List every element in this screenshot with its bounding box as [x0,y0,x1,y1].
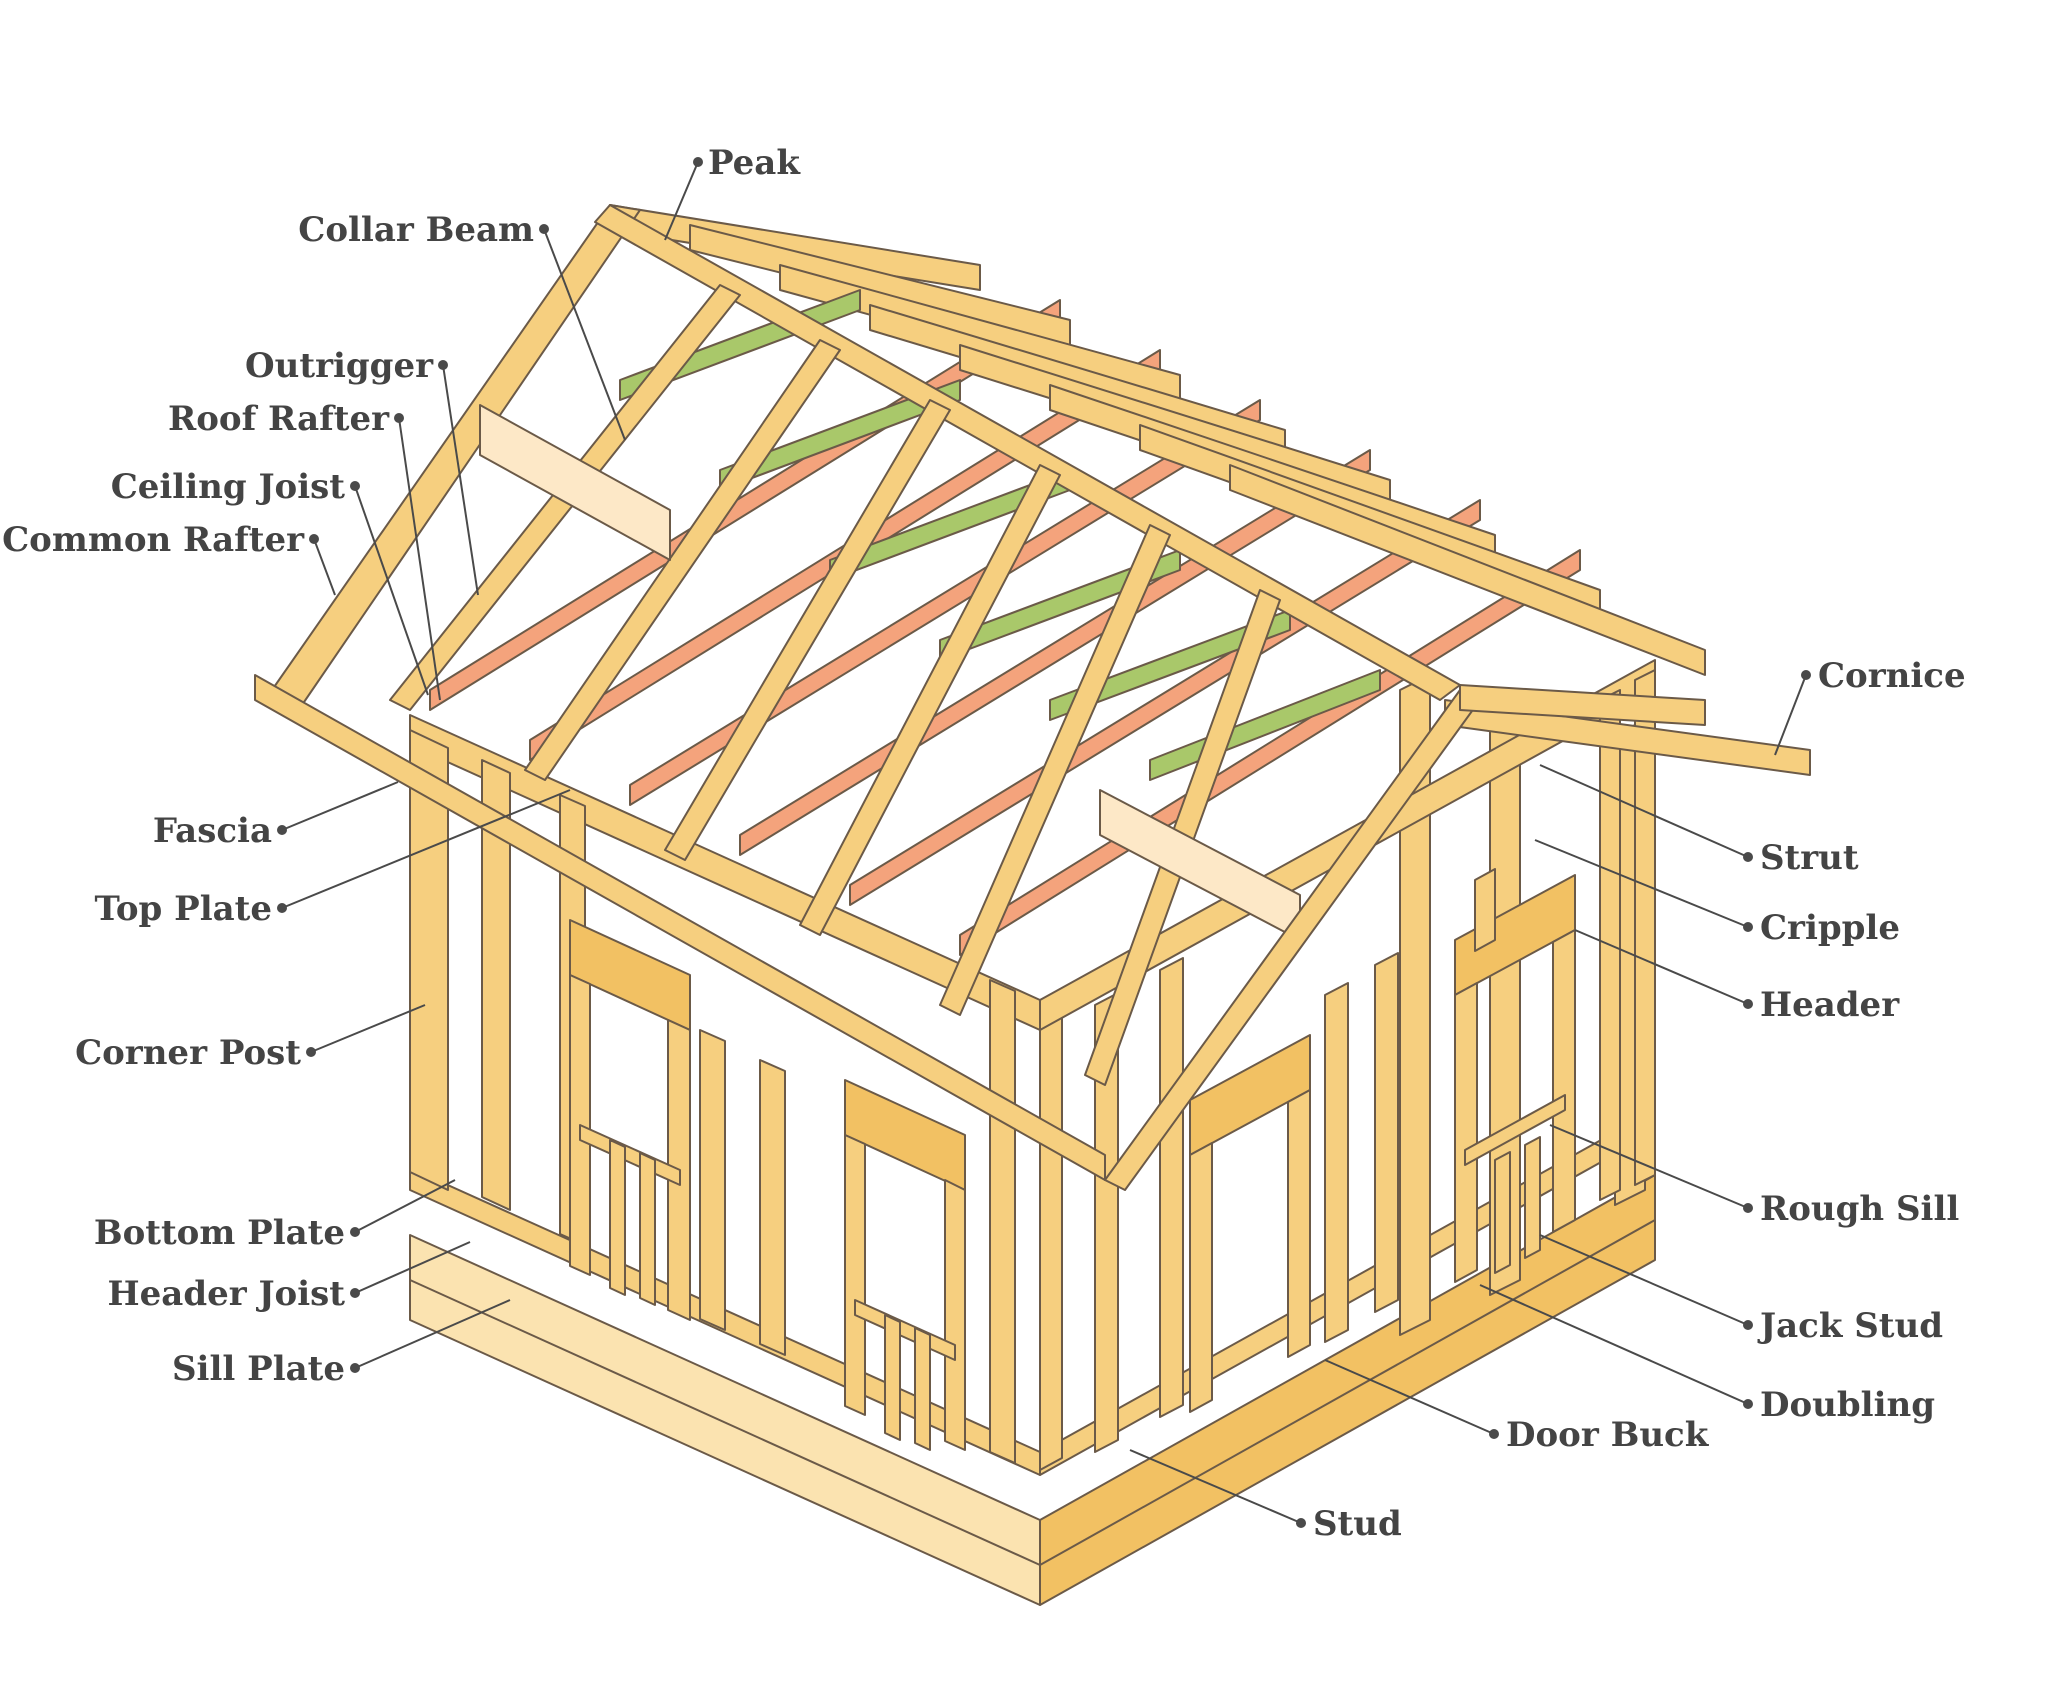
label-peak: Peak [708,143,801,183]
label-bottom-plate: Bottom Plate [94,1213,345,1253]
label-ceiling-joist: Ceiling Joist [111,467,346,507]
label-corner-post: Corner Post [75,1033,301,1073]
label-header-joist: Header Joist [108,1274,346,1314]
jack-stud [1454,982,1478,1283]
label-cornice: Cornice [1818,656,1966,696]
front-wall [409,714,1063,1471]
cripple [1474,868,1496,952]
window-2-rough-sill [854,1299,956,1361]
window-1-rough-sill [579,1124,681,1186]
label-common-rafter: Common Rafter [2,520,305,560]
label-strut: Strut [1760,838,1859,878]
label-sill-plate: Sill Plate [172,1349,345,1389]
label-top-plate: Top Plate [94,889,272,929]
label-cripple: Cripple [1760,908,1900,948]
label-door-buck: Door Buck [1506,1415,1710,1455]
corner-post [409,729,449,1191]
roof [254,204,1811,1191]
label-fascia: Fascia [153,811,272,851]
right-wall [1039,659,1656,1453]
label-rough-sill: Rough Sill [1760,1189,1959,1229]
window-3-rough-sill [1464,1094,1566,1166]
collar-beam [479,404,671,561]
label-jack-stud: Jack Stud [1757,1306,1943,1346]
label-roof-rafter: Roof Rafter [168,399,390,439]
label-stud: Stud [1313,1504,1402,1544]
label-collar-beam: Collar Beam [298,210,534,250]
label-header: Header [1760,985,1900,1025]
door-buck [1189,1142,1213,1413]
label-doubling: Doubling [1760,1385,1935,1425]
label-outrigger: Outrigger [245,346,434,386]
labels: Peak Collar Beam Outrigger Roof Rafter C… [2,143,1966,1544]
